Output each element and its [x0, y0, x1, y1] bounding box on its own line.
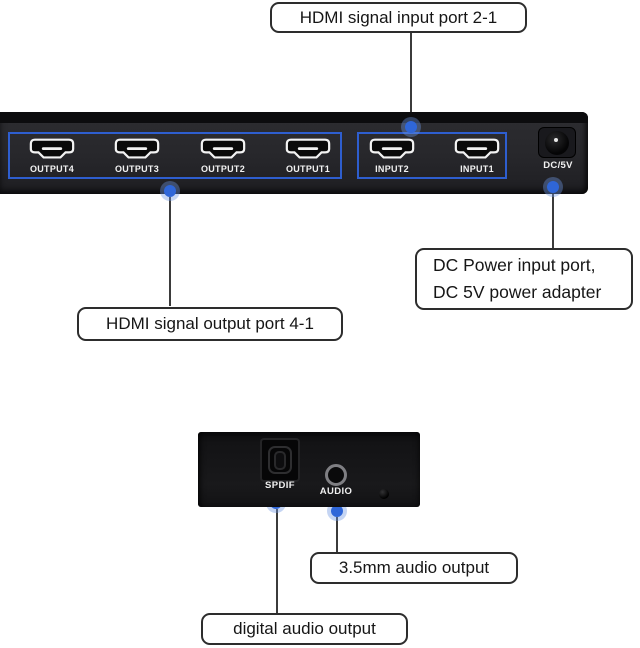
spdif-port-icon [262, 440, 298, 480]
hdmi-port-input2: INPUT2 [364, 138, 420, 174]
callout-hdmi-output: HDMI signal output port 4-1 [77, 307, 343, 341]
audio-output-panel: SPDIF AUDIO [198, 432, 420, 507]
callout-hdmi-input-label: HDMI signal input port 2-1 [299, 7, 498, 27]
dc-jack-icon [538, 127, 576, 158]
hdmi-port-icon [369, 138, 415, 159]
port-label: OUTPUT3 [114, 164, 160, 174]
port-label: OUTPUT1 [285, 164, 331, 174]
pointer-dot-hdmi-input [405, 121, 417, 133]
input-ports-highlight-box [357, 132, 507, 179]
callout-35mm-audio: 3.5mm audio output [310, 552, 518, 584]
hdmi-port-input1: INPUT1 [449, 138, 505, 174]
hdmi-port-output3: OUTPUT3 [109, 138, 165, 174]
hdmi-port-output4: OUTPUT4 [24, 138, 80, 174]
callout-dc-power: DC Power input port, DC 5V power adapter [415, 248, 633, 310]
hdmi-port-icon [285, 138, 331, 159]
callout-dc-power-line2: DC 5V power adapter [433, 282, 602, 302]
spdif-socket-shutter [274, 451, 286, 470]
port-label: OUTPUT4 [29, 164, 75, 174]
port-label: INPUT1 [460, 164, 494, 174]
pointer-dot-audio [331, 505, 343, 517]
dc-center-pin [554, 137, 558, 142]
screw-hole [379, 489, 389, 499]
callout-digital-audio: digital audio output [201, 613, 408, 645]
connector-line-hdmi-input [410, 33, 412, 121]
callout-hdmi-output-label: HDMI signal output port 4-1 [106, 314, 314, 333]
hdmi-port-icon [114, 138, 160, 159]
connector-line-dc-power [552, 193, 554, 248]
hdmi-port-icon [29, 138, 75, 159]
connector-line-audio [336, 517, 338, 552]
port-label: INPUT2 [375, 164, 409, 174]
hdmi-port-icon [454, 138, 500, 159]
spdif-port-label: SPDIF [265, 480, 295, 491]
hdmi-port-output2: OUTPUT2 [195, 138, 251, 174]
hdmi-port-icon [200, 138, 246, 159]
callout-digital-audio-label: digital audio output [233, 619, 376, 638]
callout-35mm-audio-label: 3.5mm audio output [338, 558, 490, 577]
port-label: OUTPUT2 [200, 164, 246, 174]
audio-jack-icon [325, 464, 347, 486]
spdif-socket-frame [268, 446, 292, 474]
hdmi-port-output1: OUTPUT1 [280, 138, 336, 174]
pointer-dot-dc-power [547, 181, 559, 193]
callout-hdmi-input: HDMI signal input port 2-1 [270, 2, 527, 33]
audio-port-label: AUDIO [319, 486, 353, 497]
output-ports-highlight-box [8, 132, 342, 179]
dc-port-label: DC/5V [543, 160, 573, 171]
callout-dc-power-line1: DC Power input port, [433, 255, 596, 275]
panel-top-edge [0, 112, 588, 123]
hdmi-switch-rear-panel: OUTPUT4 OUTPUT3 OUTPUT2 OUTPUT1 [0, 112, 588, 194]
connector-line-spdif [276, 509, 278, 613]
pointer-dot-hdmi-output [164, 185, 176, 197]
dc-barrel-socket [545, 130, 569, 155]
connector-line-hdmi-output [169, 197, 171, 306]
